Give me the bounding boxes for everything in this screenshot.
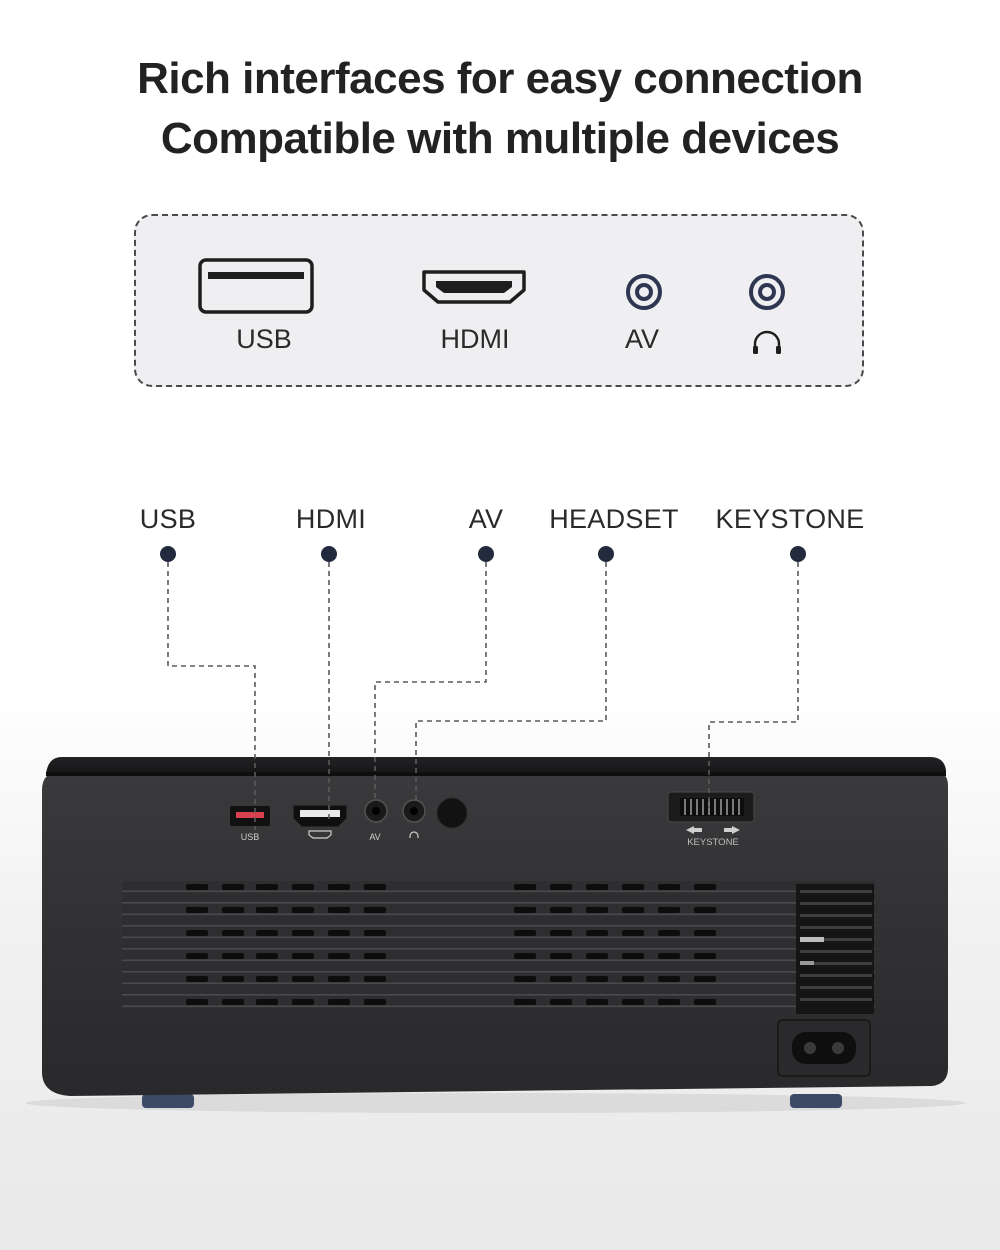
keystone-wheel-icon[interactable] — [667, 791, 755, 834]
panel-label-usb: USB — [236, 324, 292, 354]
device-av-jack — [364, 799, 388, 823]
fan-louvers — [796, 884, 874, 1014]
device-label-usb: USB — [241, 832, 260, 842]
callout-dot-hdmi — [321, 546, 337, 562]
ir-receiver-icon — [436, 797, 468, 829]
floor-shadow — [25, 1093, 965, 1113]
device-label-av: AV — [369, 832, 380, 842]
hdmi-icon — [308, 830, 332, 839]
headphones-icon — [409, 831, 419, 838]
lid-seam — [46, 772, 946, 776]
callout-dot-keystone — [790, 546, 806, 562]
foot-right — [790, 1094, 842, 1108]
vent-slots-right — [514, 884, 716, 1005]
callout-lines — [167, 562, 799, 830]
headphones-icon — [753, 330, 781, 354]
callout-label-av: AV — [468, 504, 504, 534]
callout-label-keystone: KEYSTONE — [715, 504, 865, 534]
usb-port-icon — [198, 258, 314, 314]
callout-dots — [160, 546, 806, 562]
headline-line-2: Compatible with multiple devices — [160, 114, 840, 163]
panel-label-hdmi: HDMI — [440, 324, 510, 354]
callout-label-headset: HEADSET — [549, 504, 679, 534]
headline-line-1: Rich interfaces for easy connection — [137, 54, 863, 103]
callout-dot-headset — [598, 546, 614, 562]
hdmi-port-icon — [422, 270, 526, 304]
callout-label-usb: USB — [139, 504, 197, 534]
projector-top — [46, 757, 946, 774]
device-usb-port — [230, 806, 270, 826]
av-jack-icon — [626, 274, 662, 310]
vent-slots-left — [186, 884, 386, 1005]
foot-left — [142, 1094, 194, 1108]
panel-label-av: AV — [624, 324, 660, 354]
port-icons-panel: USB HDMI AV — [134, 214, 864, 387]
callout-dot-usb — [160, 546, 176, 562]
vent-grille-icon — [122, 881, 875, 1015]
port-icons-svg — [198, 258, 785, 354]
device-label-keystone: KEYSTONE — [687, 837, 739, 848]
callout-dot-av — [478, 546, 494, 562]
power-socket-icon — [777, 1019, 871, 1077]
device-hdmi-port — [293, 805, 347, 827]
callout-label-hdmi: HDMI — [295, 504, 367, 534]
device-headset-jack — [402, 799, 426, 823]
headphone-jack-icon — [749, 274, 785, 310]
